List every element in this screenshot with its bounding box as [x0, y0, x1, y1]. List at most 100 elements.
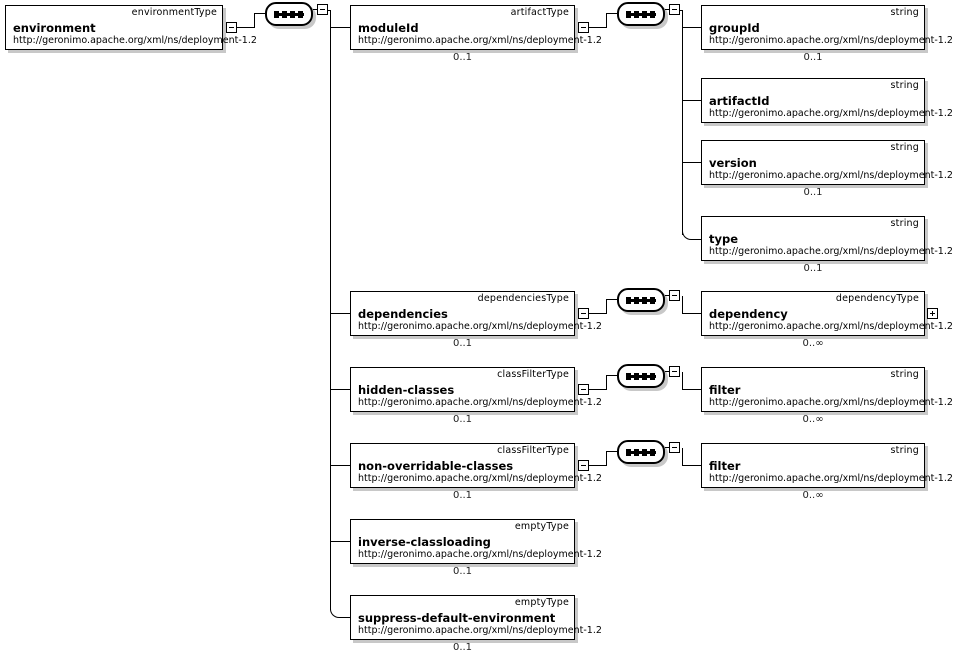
node-filter-hidden-classes[interactable]: string filter http://geronimo.apache.org…: [701, 367, 953, 412]
connector-moduleid-toggle-seq: [589, 27, 607, 28]
cardinality-inverse-classloading: 0..1: [452, 566, 473, 577]
sequence-dot: [634, 11, 639, 18]
sequence-dot: [650, 449, 655, 456]
node-filter-hidden-classes-namespace: http://geronimo.apache.org/xml/ns/deploy…: [709, 397, 953, 408]
node-suppress-default-environment[interactable]: emptyType suppress-default-environment h…: [350, 595, 602, 640]
sequence-bar: [626, 451, 656, 454]
node-filter-non-overridable-classes[interactable]: string filter http://geronimo.apache.org…: [701, 443, 953, 488]
node-version[interactable]: string version http://geronimo.apache.or…: [701, 140, 953, 185]
sequence-dot: [650, 373, 655, 380]
sequence-hidden-classes-icon[interactable]: [617, 364, 665, 388]
connector-nonoverridable-seq-in: [606, 451, 618, 452]
connector-hidden-seq-out: [665, 371, 670, 372]
sequence-dot: [290, 11, 295, 18]
sequence-moduleid-icon[interactable]: [617, 2, 665, 26]
toggle-environment-children[interactable]: [317, 4, 328, 15]
sequence-environment-icon[interactable]: [265, 2, 313, 26]
branch-type: [682, 222, 703, 240]
cardinality-filter-hidden-classes: 0..∞: [802, 414, 824, 425]
connector-moduleid-seq-in: [606, 13, 618, 14]
node-non-overridable-classes-type: classFilterType: [497, 445, 569, 456]
node-environment[interactable]: environmentType environment http://geron…: [5, 5, 257, 50]
node-filter-non-overridable-classes-name: filter: [709, 459, 741, 473]
node-suppress-default-environment-namespace: http://geronimo.apache.org/xml/ns/deploy…: [358, 625, 602, 636]
sequence-non-overridable-classes-icon[interactable]: [617, 440, 665, 464]
sequence-dot: [626, 373, 631, 380]
toggle-dependency-seq[interactable]: [669, 290, 680, 301]
sequence-dot: [626, 11, 631, 18]
sequence-dot: [298, 11, 303, 18]
toggle-moduleid-children[interactable]: [669, 4, 680, 15]
connector-nonoverridable-filter-riser: [682, 448, 683, 466]
cardinality-dependencies: 0..1: [452, 338, 473, 349]
toggle-non-overridable-filter[interactable]: [669, 442, 680, 453]
connector-dependencies-seq-out: [665, 295, 670, 296]
node-type[interactable]: string type http://geronimo.apache.org/x…: [701, 216, 953, 261]
sequence-dot: [642, 373, 647, 380]
node-groupid[interactable]: string groupId http://geronimo.apache.or…: [701, 5, 953, 50]
cardinality-dependency: 0..∞: [802, 338, 824, 349]
node-dependencies[interactable]: dependenciesType dependencies http://ger…: [350, 291, 602, 336]
node-hidden-classes[interactable]: classFilterType hidden-classes http://ge…: [350, 367, 602, 412]
node-version-name: version: [709, 156, 757, 170]
sequence-dot: [626, 297, 631, 304]
cardinality-moduleid: 0..1: [452, 52, 473, 63]
toggle-moduleid[interactable]: [578, 22, 589, 33]
node-hidden-classes-type: classFilterType: [497, 369, 569, 380]
connector-moduleid-seq-riser: [606, 13, 607, 28]
node-artifactid-name: artifactId: [709, 94, 770, 108]
branch-dependencies: [330, 313, 350, 314]
node-moduleid[interactable]: artifactType moduleId http://geronimo.ap…: [350, 5, 602, 50]
node-dependency-name: dependency: [709, 307, 788, 321]
sequence-dependencies-icon[interactable]: [617, 288, 665, 312]
node-non-overridable-classes-namespace: http://geronimo.apache.org/xml/ns/deploy…: [358, 473, 602, 484]
toggle-hidden-classes[interactable]: [578, 384, 589, 395]
sequence-dot: [642, 11, 647, 18]
sequence-dot: [634, 449, 639, 456]
node-version-type: string: [890, 142, 919, 153]
toggle-dependency-expand[interactable]: [927, 308, 938, 319]
sequence-dot: [634, 297, 639, 304]
node-type-type: string: [890, 218, 919, 229]
node-moduleid-type: artifactType: [510, 7, 569, 18]
node-non-overridable-classes-name: non-overridable-classes: [358, 459, 514, 473]
sequence-dot: [642, 297, 647, 304]
node-artifactid[interactable]: string artifactId http://geronimo.apache…: [701, 78, 953, 123]
connector-dependencies-seq-in: [606, 299, 618, 300]
sequence-bar: [626, 375, 656, 378]
node-dependency-namespace: http://geronimo.apache.org/xml/ns/deploy…: [709, 321, 953, 332]
node-environment-type: environmentType: [131, 7, 217, 18]
connector-dependencies-toggle-seq: [589, 313, 607, 314]
connector-hidden-seq-riser: [606, 375, 607, 390]
trunk-artifact-children: [682, 10, 683, 235]
toggle-dependencies[interactable]: [578, 308, 589, 319]
connector-hidden-seq-in: [606, 375, 618, 376]
node-inverse-classloading[interactable]: emptyType inverse-classloading http://ge…: [350, 519, 602, 564]
toggle-environment[interactable]: [226, 22, 237, 33]
node-suppress-default-environment-name: suppress-default-environment: [358, 611, 556, 625]
node-hidden-classes-name: hidden-classes: [358, 383, 455, 397]
node-artifactid-type: string: [890, 80, 919, 91]
cardinality-type: 0..1: [803, 263, 823, 274]
connector-hidden-toggle-seq: [589, 389, 607, 390]
branch-inverse-classloading: [330, 541, 350, 542]
connector-nonoverridable-toggle-seq: [589, 465, 607, 466]
connector-nonoverridable-seq-riser: [606, 451, 607, 466]
sequence-dot: [642, 449, 647, 456]
node-groupid-name: groupId: [709, 21, 760, 35]
branch-non-overridable-classes: [330, 465, 350, 466]
connector-hidden-filter-riser: [682, 372, 683, 390]
cardinality-groupid: 0..1: [803, 52, 823, 63]
node-dependencies-name: dependencies: [358, 307, 448, 321]
node-suppress-default-environment-type: emptyType: [514, 597, 569, 608]
cardinality-version: 0..1: [803, 187, 823, 198]
sequence-dot: [650, 297, 655, 304]
trunk-artifact-top-stub: [680, 10, 683, 11]
toggle-hidden-filter[interactable]: [669, 366, 680, 377]
node-dependency[interactable]: dependencyType dependency http://geronim…: [701, 291, 953, 336]
toggle-non-overridable-classes[interactable]: [578, 460, 589, 471]
node-non-overridable-classes[interactable]: classFilterType non-overridable-classes …: [350, 443, 602, 488]
node-filter-non-overridable-classes-type: string: [890, 445, 919, 456]
connector-environment-seq-in: [254, 13, 266, 14]
